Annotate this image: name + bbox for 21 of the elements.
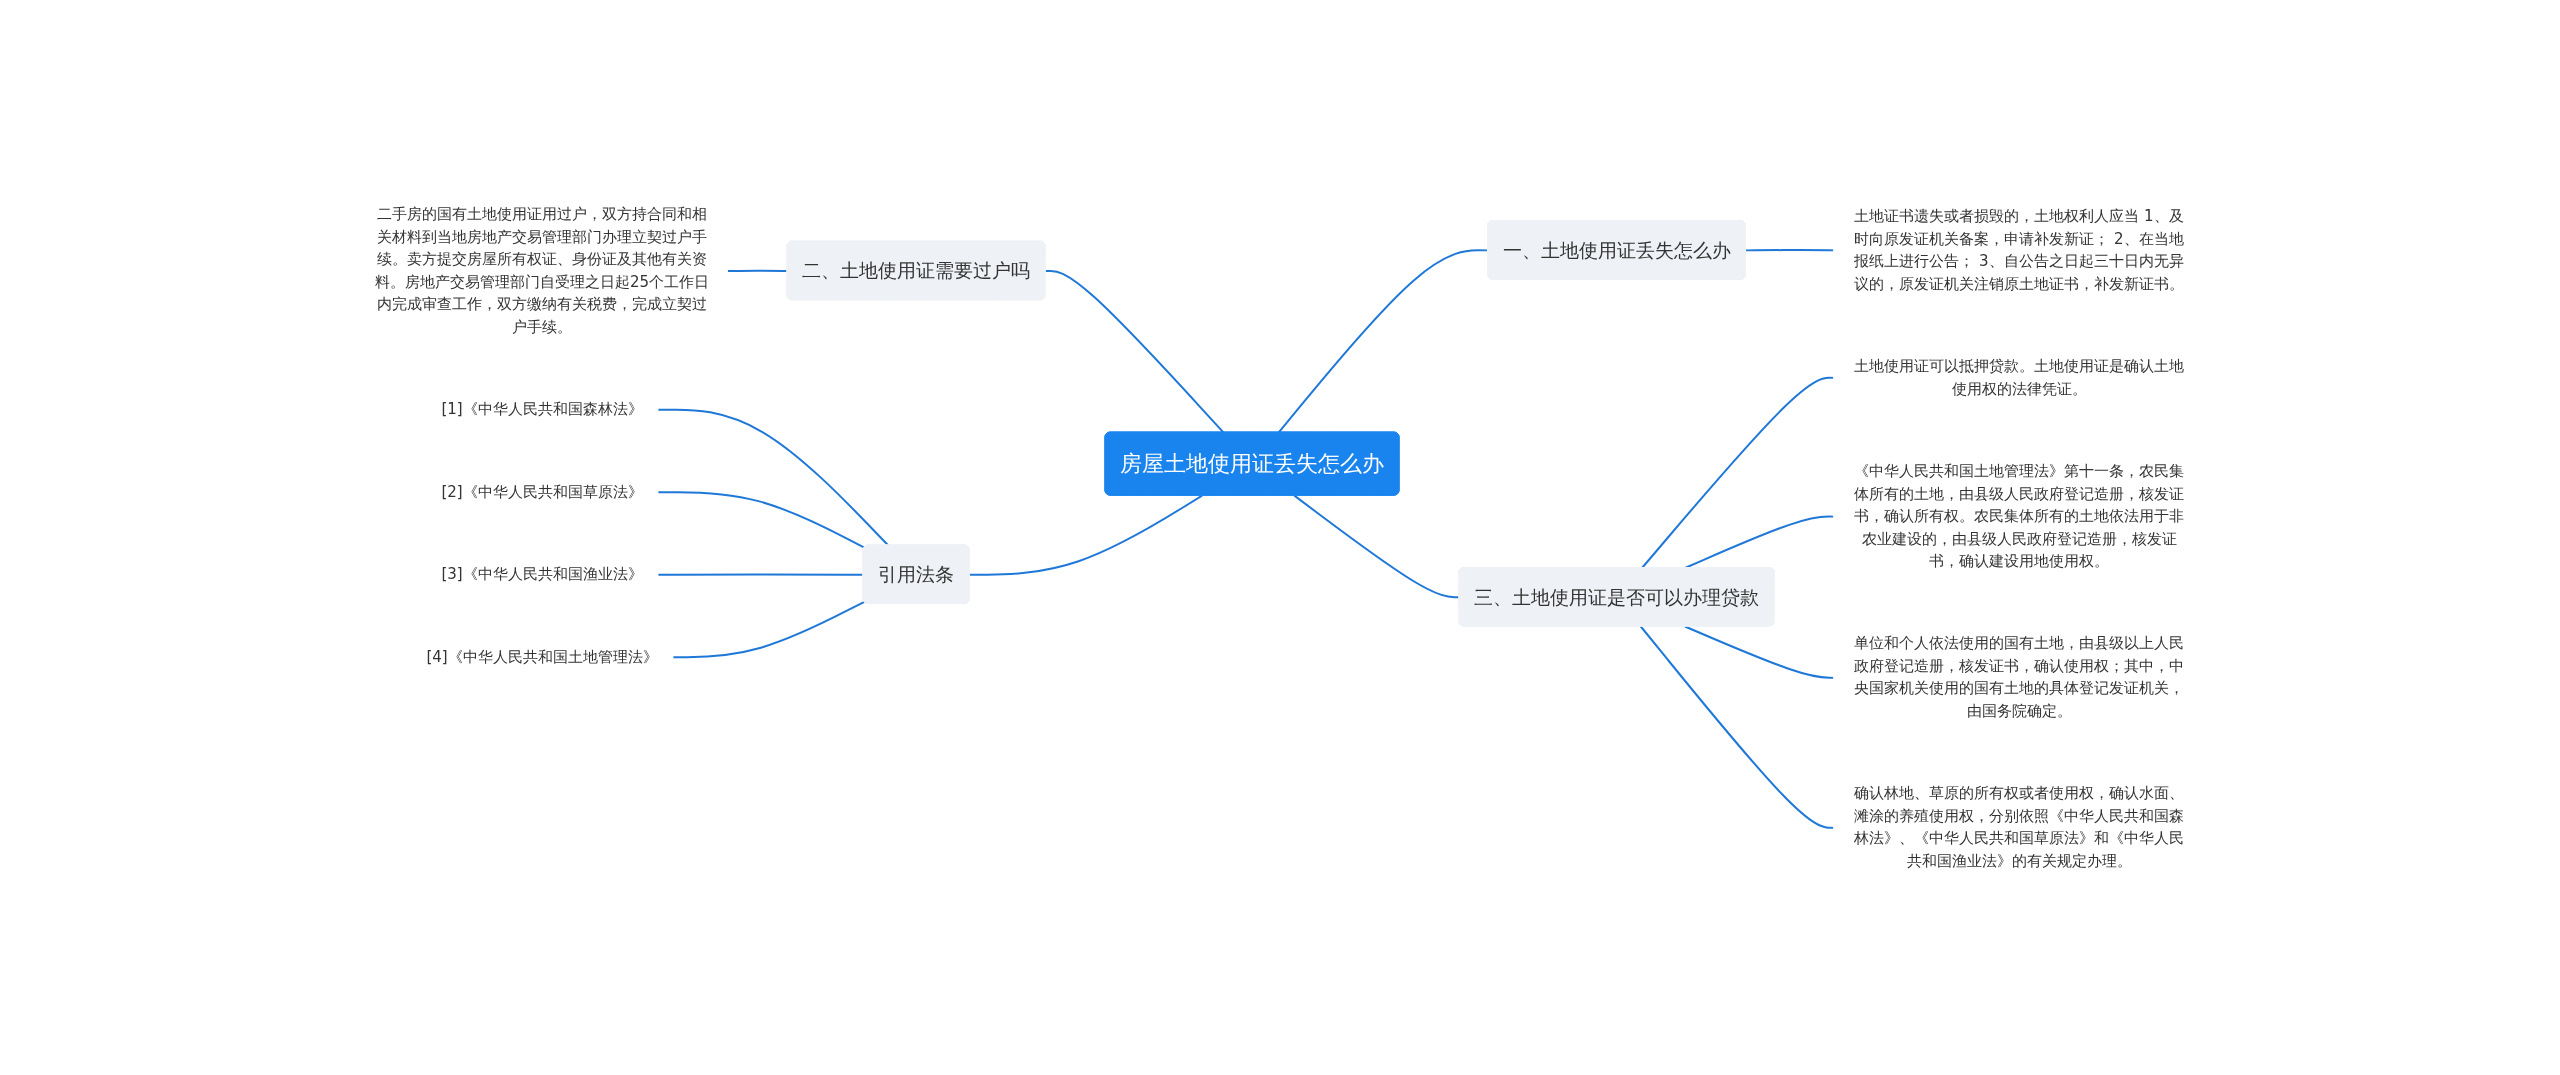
node-text: 单位和个人依法使用的国有土地，由县级以上人民政府登记造册，核发证书，确认使用权；其中，中央国家机关使用的国有土地的具体登记发证机关，由国务院确定。 (1853, 634, 2184, 720)
connector (968, 494, 1203, 576)
connector (671, 600, 865, 659)
node-text: 土地证书遗失或者损毁的，土地权利人应当 1、及时向原发证机关备案，申请补发新证； 2、在当地报纸上进行公告； 3、自公告之日起三十日内无异议的，原发证机关注销原土地证书，补发新证书。 (1853, 206, 2184, 293)
node-text: [4]《中华人民共和国土地管理法》 (425, 647, 658, 666)
node-text: [1]《中华人民共和国森林法》 (440, 399, 643, 418)
connector (1639, 625, 1835, 829)
connector (1744, 248, 1835, 252)
connector (1292, 494, 1460, 599)
node-text: 《中华人民共和国土地管理法》第十一条，农民集体所有的土地，由县级人民政府登记造册，核发证书，确认所有权。农民集体所有的土地依法用于非农业建设的，由县级人民政府登记造册，核发证书，确认建设用地使用权。 (1853, 461, 2184, 570)
connector (656, 408, 889, 547)
connector (1640, 376, 1835, 569)
node-text: [3]《中华人民共和国渔业法》 (440, 564, 643, 583)
connector (656, 573, 864, 576)
connector (656, 490, 865, 549)
node-text: 确认林地、草原的所有权或者使用权，确认水面、滩涂的养殖使用权，分别依照《中华人民共和国森林法》、《中华人民共和国草原法》和《中华人民共和国渔业法》的有关规定办理。 (1853, 784, 2184, 870)
node-text: 土地使用证可以抵押贷款。土地使用证是确认土地使用权的法律凭证。 (1853, 356, 2184, 398)
node-text: [2]《中华人民共和国草原法》 (440, 482, 643, 501)
connector (726, 269, 788, 272)
connector (1683, 625, 1835, 679)
node-text: 二手房的国有土地使用证用过户，双方持合同和相关材料到当地房地产交易管理部门办理立契过户手续。卖方提交房屋所有权证、身份证及其他有关资料。房地产交易管理部门自受理之日起25个工作日内完成审查工作，双方缴纳有关税费，完成立契过户手续。 (374, 204, 709, 336)
